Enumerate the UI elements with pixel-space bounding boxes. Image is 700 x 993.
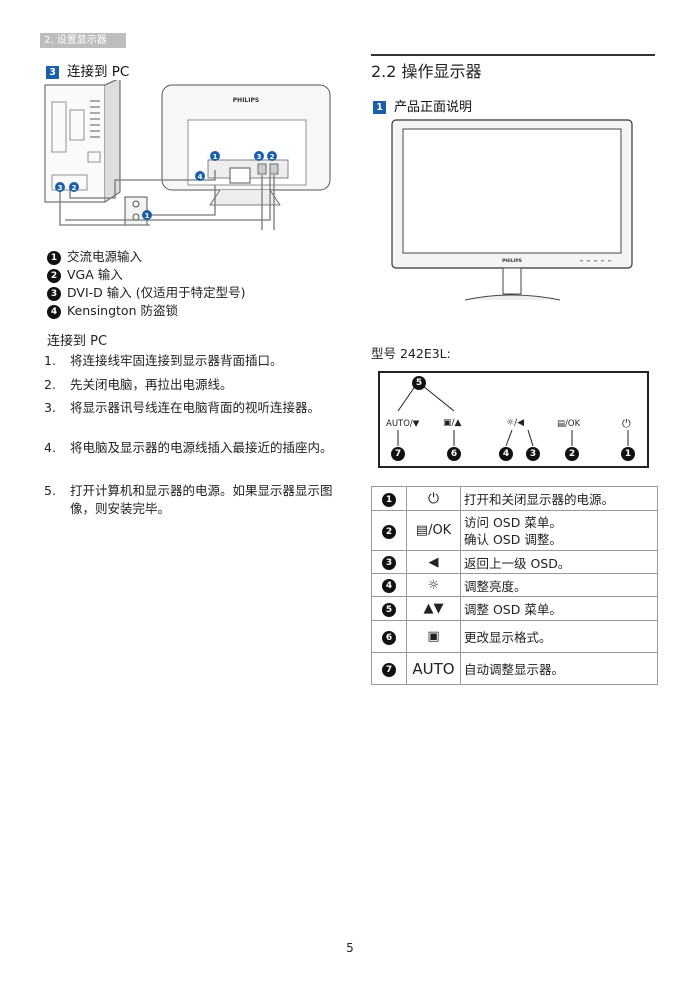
row-number: 3 [382,556,396,570]
legend-item: 3 DVI-D 输入 (仅适用于特定型号) [47,284,245,302]
connection-diagram: PHILIPS 1 3 2 4 3 2 1 [44,80,331,230]
subsection-number-badge: 1 [373,101,386,114]
legend-item: 4 Kensington 防盗锁 [47,302,245,320]
legend-text: Kensington 防盗锁 [67,303,178,318]
button-function-table: 1 ⏻ 打开和关闭显示器的电源。 2 ▤/OK 访问 OSD 菜单。 确认 OS… [371,486,658,685]
step-number: 1. [44,353,56,368]
subsection-heading-front: 1 产品正面说明 [373,96,472,115]
back-arrow-icon: ◀ [406,550,461,574]
model-label: 型号 242E3L: [371,346,451,361]
subheading-connect-pc: 连接到 PC [47,334,108,349]
section-heading-operate: 2.2 操作显示器 [371,62,482,81]
panel-callout-5: 5 [412,376,426,390]
up-down-arrows-icon: ▲▼ [406,596,461,621]
legend-number: 1 [47,251,61,265]
step-item: 3. 将显示器讯号线连在电脑背面的视听连接器。 [44,399,334,417]
row-description: 更改显示格式。 [460,620,658,653]
row-description: 访问 OSD 菜单。 确认 OSD 调整。 [460,510,658,551]
power-icon: ⏻ [406,486,461,511]
panel-callout-2: 2 [565,447,579,461]
auto-icon: AUTO [406,652,461,685]
section-rule [371,54,655,56]
step-text: 将连接线牢固连接到显示器背面插口。 [70,353,283,368]
step-number: 4. [44,440,56,455]
row-number: 1 [382,492,396,507]
page-number: 5 [346,941,354,955]
table-row: 6 ▣ 更改显示格式。 [371,620,658,653]
panel-callout-6: 6 [447,447,461,461]
row-number: 5 [382,602,396,617]
monitor-back-brand: PHILIPS [233,97,259,104]
table-row: 7 AUTO 自动调整显示器。 [371,652,658,685]
step-number: 2. [44,377,56,392]
row-description: 返回上一级 OSD。 [460,550,658,574]
panel-label-format: ▣/▲ [443,418,462,428]
step-item: 4. 将电脑及显示器的电源线插入最接近的插座内。 [44,439,334,457]
callout-2-pc: 2 [72,184,77,192]
menu-ok-icon: ▤/OK [406,510,461,551]
section-number-badge: 3 [46,66,59,79]
callout-2-monitor: 2 [270,153,275,161]
row-number: 7 [382,662,396,677]
callout-1-outlet: 1 [145,212,150,220]
section-title: 连接到 PC [67,64,130,80]
callout-3-pc: 3 [58,184,63,192]
callout-3-monitor: 3 [257,153,262,161]
monitor-front-image: PHILIPS [391,119,633,301]
brightness-icon: ☼ [406,573,461,597]
step-number: 5. [44,483,56,498]
button-panel-diagram: 5 AUTO/▼ ▣/▲ ☼/◀ ▤/OK ⏻ 7 6 4 3 2 1 [378,371,649,468]
table-row: 2 ▤/OK 访问 OSD 菜单。 确认 OSD 调整。 [371,510,658,551]
port-legend: 1 交流电源输入 2 VGA 输入 3 DVI-D 输入 (仅适用于特定型号) 4 Ke… [47,248,245,320]
chapter-tag: 2. 设置显示器 [40,33,126,48]
panel-label-power: ⏻ [622,417,631,430]
panel-callout-1: 1 [621,447,635,461]
cables [59,170,275,230]
row-number: 4 [382,579,396,593]
panel-callout-4: 4 [499,447,513,461]
row-description: 调整 OSD 菜单。 [460,596,658,621]
step-item: 5. 打开计算机和显示器的电源。如果显示器显示图像，则安装完毕。 [44,482,334,517]
row-number: 6 [382,630,396,645]
row-description: 调整亮度。 [460,573,658,597]
step-text: 打开计算机和显示器的电源。如果显示器显示图像，则安装完毕。 [70,483,333,516]
step-text: 将显示器讯号线连在电脑背面的视听连接器。 [70,400,321,415]
legend-text: DVI-D 输入 (仅适用于特定型号) [67,285,246,300]
callout-1-monitor: 1 [213,153,218,161]
row-description: 打开和关闭显示器的电源。 [460,486,658,511]
monitor-front-brand: PHILIPS [502,258,522,264]
panel-label-brightness: ☼/◀ [506,418,525,428]
panel-label-menu-ok: ▤/OK [557,419,581,429]
table-row: 1 ⏻ 打开和关闭显示器的电源。 [371,486,658,511]
step-item: 1. 将连接线牢固连接到显示器背面插口。 [44,352,334,370]
step-number: 3. [44,400,56,415]
subsection-title: 产品正面说明 [394,100,473,115]
step-text: 先关闭电脑，再拉出电源线。 [70,377,233,392]
display-format-icon: ▣ [406,620,461,653]
legend-item: 2 VGA 输入 [47,266,245,284]
pc-tower-side [104,80,121,203]
table-row: 5 ▲▼ 调整 OSD 菜单。 [371,596,658,621]
legend-number: 2 [47,269,61,283]
panel-label-auto: AUTO/▼ [386,419,420,429]
legend-number: 3 [47,287,61,301]
panel-callout-3: 3 [526,447,540,461]
legend-text: VGA 输入 [67,267,123,282]
legend-number: 4 [47,305,61,319]
steps-list: 1. 将连接线牢固连接到显示器背面插口。 2. 先关闭电脑，再拉出电源线。 3. 将显… [44,352,344,532]
section-heading-connect: 3 连接到 PC [46,60,129,80]
step-item: 2. 先关闭电脑，再拉出电源线。 [44,376,334,394]
legend-item: 1 交流电源输入 [47,248,245,266]
table-row: 4 ☼ 调整亮度。 [371,573,658,597]
row-description: 自动调整显示器。 [460,652,658,685]
callout-4-monitor: 4 [198,173,203,181]
panel-callout-7: 7 [391,447,405,461]
legend-text: 交流电源输入 [67,249,143,264]
step-text: 将电脑及显示器的电源线插入最接近的插座内。 [70,440,333,455]
table-row: 3 ◀ 返回上一级 OSD。 [371,550,658,574]
row-number: 2 [382,524,396,539]
